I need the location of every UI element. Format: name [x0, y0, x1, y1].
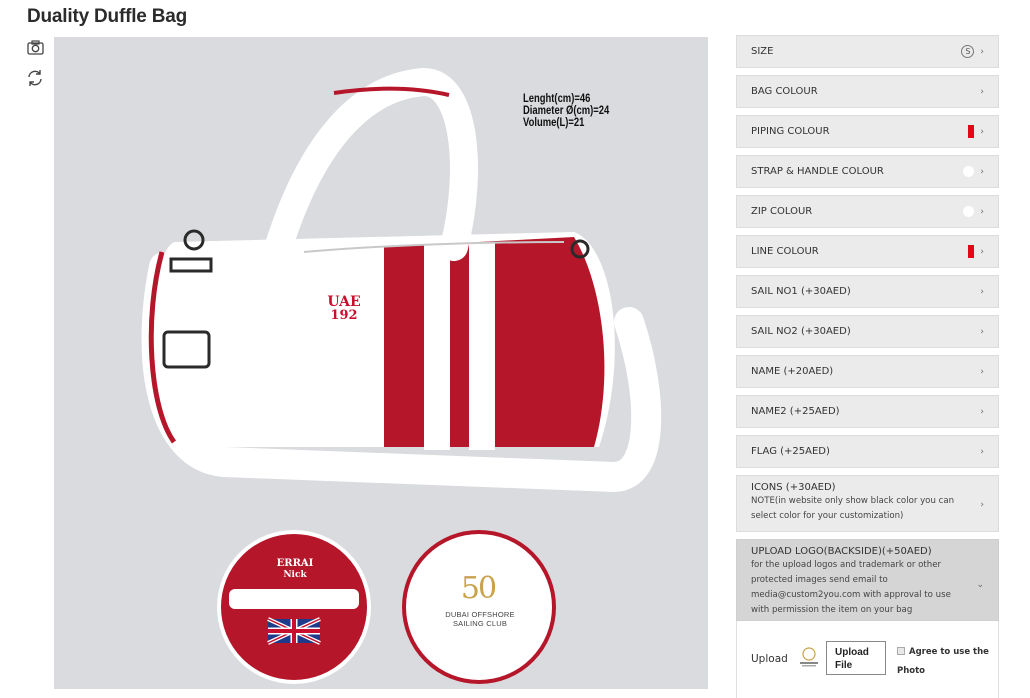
option-sail-no2[interactable]: SAIL NO2 (+30AED) ›	[736, 315, 999, 348]
option-label: ICONS (+30AED)	[751, 482, 836, 493]
chevron-right-icon: ›	[980, 500, 984, 510]
club-logo-mark: 50	[460, 571, 497, 606]
chevron-right-icon: ›	[980, 246, 984, 257]
option-name2[interactable]: NAME2 (+25AED) ›	[736, 395, 999, 428]
option-flag[interactable]: FLAG (+25AED) ›	[736, 435, 999, 468]
uploaded-logo-thumbnail	[800, 647, 818, 667]
rotate-icon[interactable]	[25, 68, 45, 88]
upload-section: Upload Upload File Agree to use the Phot…	[736, 621, 999, 698]
sail-number-country: UAE	[327, 294, 361, 310]
size-icon: S	[961, 45, 975, 58]
agree-checkbox[interactable]	[897, 647, 905, 655]
option-label: FLAG (+25AED)	[751, 446, 830, 457]
chevron-right-icon: ›	[980, 326, 984, 337]
color-swatch	[963, 166, 975, 177]
option-strap-handle-colour[interactable]: STRAP & HANDLE COLOUR ›	[736, 155, 999, 188]
patch-name-line1: ERRAI	[276, 558, 314, 569]
chevron-down-icon: ⌄	[976, 580, 984, 590]
patch-name-line2: Nick	[283, 570, 307, 580]
chevron-right-icon: ›	[980, 86, 984, 97]
option-label: NAME (+20AED)	[751, 366, 834, 377]
chevron-right-icon: ›	[980, 286, 984, 297]
option-label: UPLOAD LOGO(BACKSIDE)(+50AED)	[751, 546, 932, 557]
chevron-right-icon: ›	[980, 166, 984, 177]
option-label: SIZE	[751, 46, 774, 57]
volume-text: Volume(L)=21	[523, 117, 585, 129]
option-sail-no1[interactable]: SAIL NO1 (+30AED) ›	[736, 275, 999, 308]
dimensions-label: Lenght(cm)=46 Diameter Ø(cm)=24 Volume(L…	[523, 93, 609, 129]
chevron-right-icon: ›	[980, 206, 984, 217]
chevron-right-icon: ›	[980, 126, 984, 137]
option-note: NOTE(in website only show black color yo…	[751, 496, 955, 521]
chevron-right-icon: ›	[980, 406, 984, 417]
length-text: Lenght(cm)=46	[523, 93, 591, 105]
option-label: ZIP COLOUR	[751, 206, 813, 217]
option-label: SAIL NO1 (+30AED)	[751, 286, 851, 297]
option-label: PIPING COLOUR	[751, 126, 830, 137]
option-upload-logo[interactable]: UPLOAD LOGO(BACKSIDE)(+50AED) for the up…	[736, 539, 999, 621]
bag-illustration	[141, 67, 662, 684]
agree-label: Agree to use the Photo	[897, 647, 989, 676]
option-bag-colour[interactable]: BAG COLOUR ›	[736, 75, 999, 108]
option-size[interactable]: SIZE S ›	[736, 35, 999, 68]
option-label: LINE COLOUR	[751, 246, 819, 257]
option-label: NAME2 (+25AED)	[751, 406, 840, 417]
color-swatch	[968, 245, 975, 258]
color-swatch	[968, 125, 975, 138]
page-title: Duality Duffle Bag	[27, 6, 188, 27]
option-icons[interactable]: ICONS (+30AED) NOTE(in website only show…	[736, 475, 999, 532]
club-logo-line2: SAILING CLUB	[452, 619, 508, 628]
option-label: STRAP & HANDLE COLOUR	[751, 166, 884, 177]
option-piping-colour[interactable]: PIPING COLOUR ›	[736, 115, 999, 148]
option-zip-colour[interactable]: ZIP COLOUR ›	[736, 195, 999, 228]
upload-label: Upload	[751, 653, 788, 665]
upload-file-button[interactable]: Upload File	[826, 641, 886, 675]
club-logo-line1: DUBAI OFFSHORE	[445, 610, 515, 619]
chevron-right-icon: ›	[980, 446, 984, 457]
chevron-right-icon: ›	[980, 366, 984, 377]
product-preview[interactable]: Lenght(cm)=46 Diameter Ø(cm)=24 Volume(L…	[54, 37, 708, 689]
diameter-text: Diameter Ø(cm)=24	[523, 105, 610, 117]
option-label: SAIL NO2 (+30AED)	[751, 326, 851, 337]
option-label: BAG COLOUR	[751, 86, 818, 97]
agree-checkbox-group[interactable]: Agree to use the Photo	[897, 643, 992, 681]
option-line-colour[interactable]: LINE COLOUR ›	[736, 235, 999, 268]
color-swatch	[963, 206, 975, 217]
upload-note: for the upload logos and trademark or ot…	[751, 560, 951, 615]
camera-icon[interactable]	[25, 37, 45, 57]
option-name[interactable]: NAME (+20AED) ›	[736, 355, 999, 388]
chevron-right-icon: ›	[980, 46, 984, 57]
sail-number: 192	[330, 308, 358, 323]
